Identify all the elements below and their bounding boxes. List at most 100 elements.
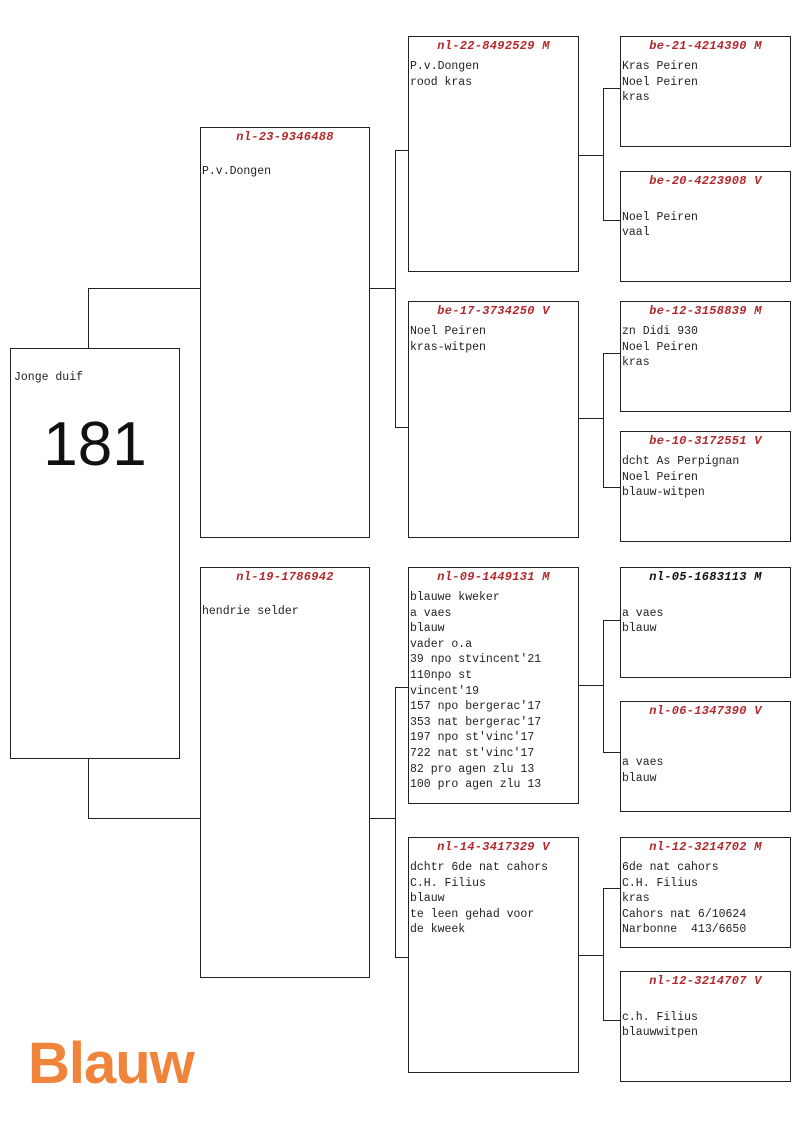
ancestor-details: c.h. Filius blauwwitpen	[621, 994, 790, 1041]
connector-line	[395, 687, 396, 957]
ring-number: be-12-3158839 M	[649, 304, 762, 318]
detail-line: 722 nat st'vinc'17	[410, 746, 535, 760]
ring-number: nl-23-9346488	[236, 130, 334, 144]
root-label: Jonge duif	[14, 371, 84, 384]
ring-number: be-20-4223908 V	[649, 174, 762, 188]
detail-line: Cahors nat 6/10624	[622, 907, 747, 921]
connector-line	[603, 353, 620, 354]
connector-line	[395, 150, 408, 151]
ring-number: be-10-3172551 V	[649, 434, 762, 448]
detail-line: dchtr 6de nat cahors	[410, 861, 549, 874]
ring-number: nl-09-1449131 M	[437, 570, 550, 584]
ancestor-box[interactable]: nl-19-1786942 hendrie selder	[200, 567, 370, 978]
connector-line	[603, 620, 620, 621]
detail-line: C.H. Filius	[622, 876, 698, 890]
connector-line	[603, 88, 604, 220]
ancestor-details: hendrie selder	[201, 604, 369, 620]
connector-line	[579, 418, 603, 419]
detail-line: zn Didi 930	[622, 325, 698, 338]
detail-line: 82 pro agen zlu 13	[410, 762, 535, 776]
detail-line: Noel Peiren	[622, 75, 698, 89]
detail-line: hendrie selder	[202, 605, 299, 618]
ring-number: nl-14-3417329 V	[437, 840, 550, 854]
detail-line: blauw	[410, 892, 445, 906]
detail-line: kras	[622, 892, 650, 906]
connector-line	[603, 353, 604, 487]
connector-line	[579, 955, 603, 956]
connector-line	[603, 888, 604, 1020]
detail-line: Noel Peiren	[622, 470, 698, 484]
detail-line: c.h. Filius	[622, 1010, 698, 1024]
detail-line: te leen gehad voor	[410, 907, 535, 921]
connector-line	[395, 957, 408, 958]
detail-line: blauwwitpen	[622, 1026, 698, 1040]
detail-line: blauw	[622, 771, 657, 785]
detail-line: blauw	[410, 622, 445, 636]
detail-line: Kras Peiren	[622, 60, 698, 73]
detail-line: Narbonne 413/6650	[622, 923, 747, 937]
detail-line: a vaes	[622, 756, 664, 770]
connector-line	[395, 687, 408, 688]
detail-line: 6de nat cahors	[622, 861, 719, 874]
detail-line: kras-witpen	[410, 340, 486, 354]
ring-number: nl-12-3214707 V	[649, 974, 762, 988]
detail-line: 100 pro agen zlu 13	[410, 778, 542, 792]
detail-line: 157 npo bergerac'17	[410, 700, 542, 714]
root-pigeon-box[interactable]: Jonge duif 181	[10, 348, 180, 759]
detail-line: kras	[622, 356, 650, 370]
connector-line	[370, 288, 395, 289]
detail-line: a vaes	[410, 606, 452, 620]
connector-line	[88, 288, 89, 348]
ancestor-box[interactable]: nl-12-3214707 V c.h. Filius blauwwitpen	[620, 971, 791, 1082]
ring-number: nl-19-1786942	[236, 570, 334, 584]
ancestor-box[interactable]: be-17-3734250 V Noel Peiren kras-witpen	[408, 301, 579, 538]
connector-line	[603, 620, 604, 752]
detail-line: C.H. Filius	[410, 876, 486, 890]
connector-line	[603, 487, 620, 488]
detail-line: 353 nat bergerac'17	[410, 715, 542, 729]
detail-line	[622, 194, 790, 210]
ring-number: nl-05-1683113 M	[649, 570, 762, 584]
detail-line: vader o.a	[410, 637, 473, 651]
ancestor-details: P.v.Dongen	[201, 164, 369, 180]
connector-line	[603, 1020, 620, 1021]
ring-number: nl-06-1347390 V	[649, 704, 762, 718]
detail-line: blauw	[622, 622, 657, 636]
connector-line	[88, 818, 200, 819]
detail-line: Noel Peiren	[622, 340, 698, 354]
connector-line	[603, 220, 620, 221]
connector-line	[579, 155, 603, 156]
detail-line: P.v.Dongen	[202, 165, 272, 178]
color-label: Blauw	[28, 1031, 195, 1096]
detail-line: Noel Peiren	[410, 325, 486, 338]
detail-line	[622, 590, 790, 606]
ring-number: be-17-3734250 V	[437, 304, 550, 318]
detail-line: blauwe kweker	[410, 591, 500, 604]
detail-line: 39 npo stvincent'21	[410, 653, 542, 667]
detail-line: kras	[622, 91, 650, 105]
detail-line: P.v.Dongen	[410, 60, 480, 73]
connector-line	[579, 685, 603, 686]
detail-line: blauw-witpen	[622, 486, 705, 500]
detail-line: dcht As Perpignan	[622, 455, 740, 468]
connector-line	[603, 888, 620, 889]
connector-line	[88, 288, 200, 289]
ring-number: nl-22-8492529 M	[437, 39, 550, 53]
